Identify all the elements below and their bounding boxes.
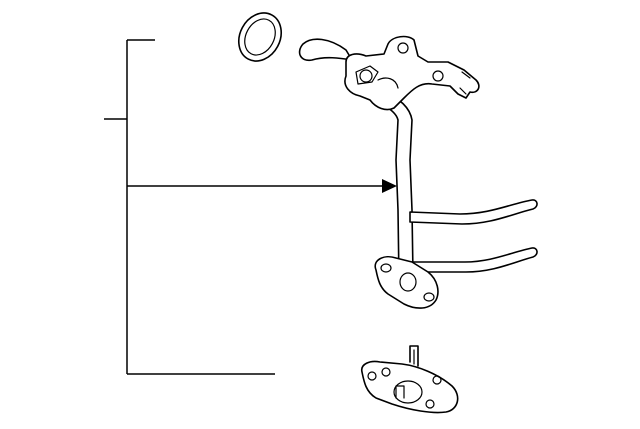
o-ring-icon bbox=[237, 12, 283, 62]
bolt-hole-icon bbox=[381, 367, 391, 377]
bolt-hole-icon bbox=[425, 399, 435, 409]
callout-arrow bbox=[127, 179, 397, 193]
bolt-hole-icon bbox=[397, 42, 409, 54]
bolt-hole-icon bbox=[432, 375, 442, 385]
callout-bracket bbox=[104, 39, 275, 375]
bolt-hole-icon bbox=[380, 263, 392, 273]
gasket-icon bbox=[360, 345, 459, 414]
bolt-hole-icon bbox=[423, 292, 435, 302]
bolt-hole-icon bbox=[432, 70, 444, 82]
bolt-hole-icon bbox=[367, 371, 377, 381]
pipe-assembly-icon bbox=[298, 35, 538, 309]
arrow-head-icon bbox=[382, 179, 397, 193]
